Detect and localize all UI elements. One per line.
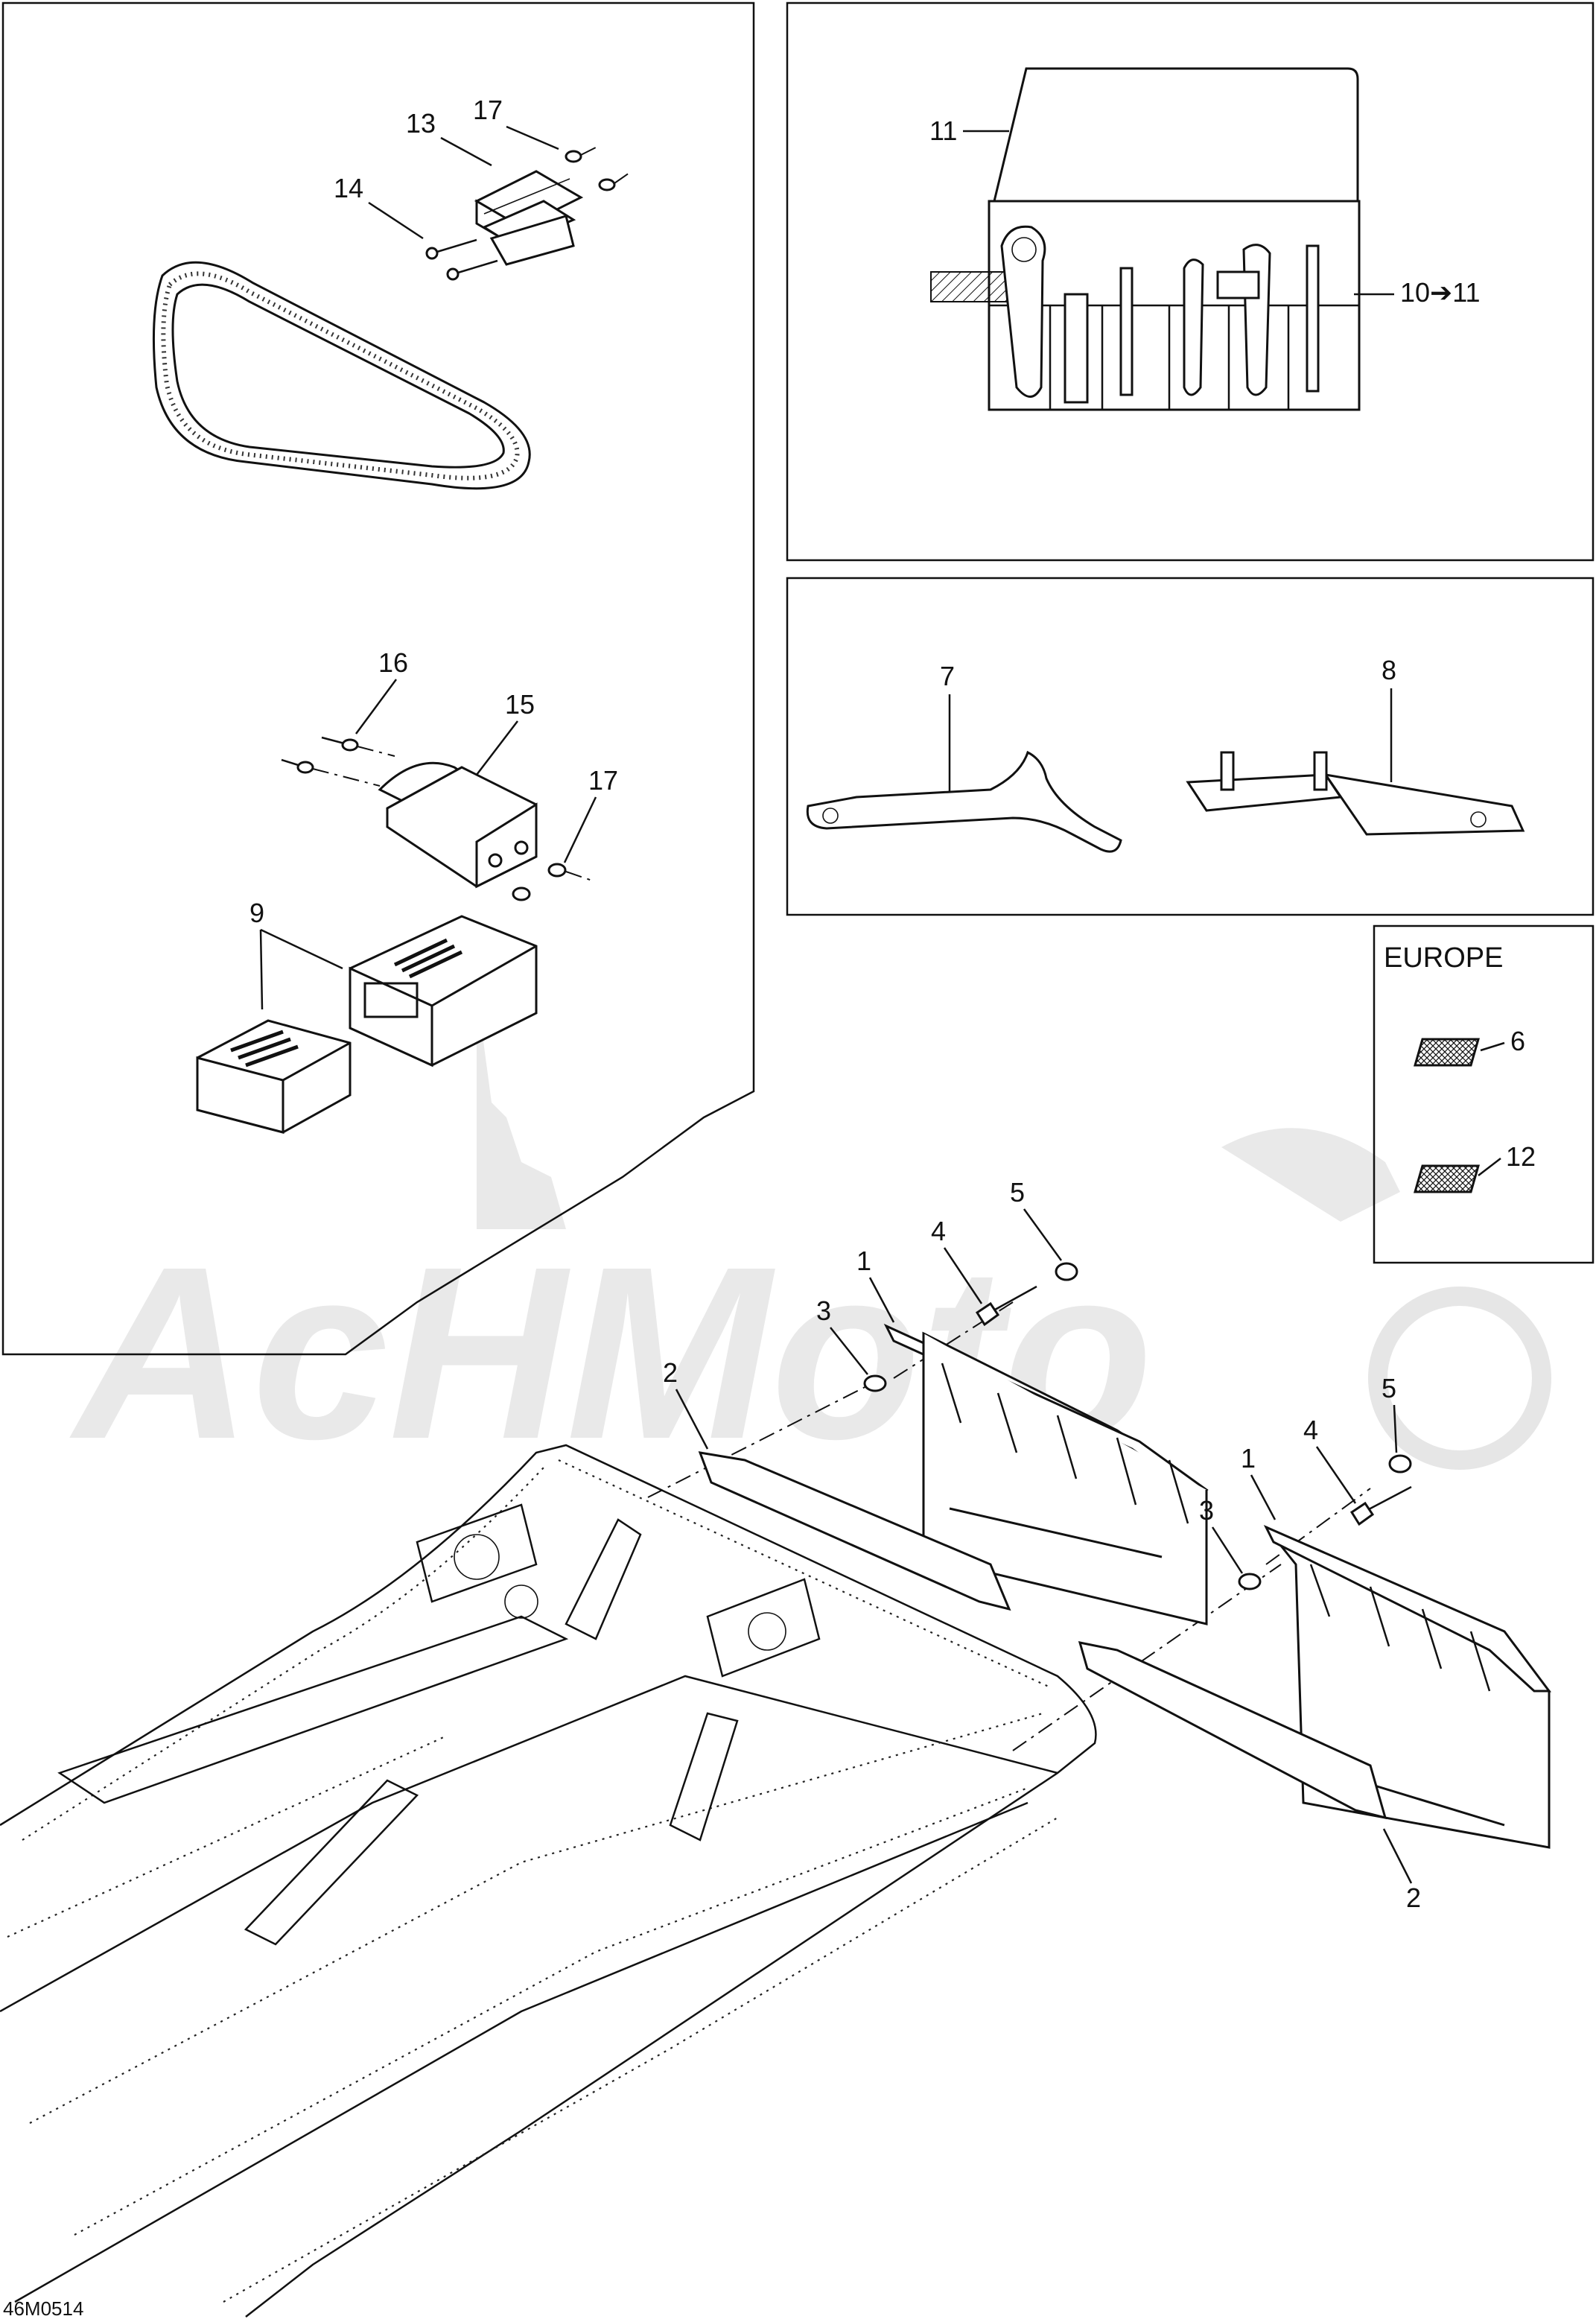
callout-2-left: 2 xyxy=(663,1357,678,1388)
belt-accessories-panel: 13 17 14 16 15 17 9 xyxy=(1,1,755,1356)
callout-3-left: 3 xyxy=(816,1295,831,1326)
callouts-panel-a: 13 17 14 16 15 17 9 xyxy=(249,95,618,1010)
washer-17-bottom xyxy=(512,863,593,901)
callout-5-left: 5 xyxy=(1010,1177,1025,1208)
callout-4-right: 4 xyxy=(1303,1415,1318,1445)
spare-bracket xyxy=(378,761,538,889)
nut-5-right xyxy=(1388,1454,1412,1474)
europe-title: EUROPE xyxy=(1384,942,1503,974)
callout-16: 16 xyxy=(378,647,408,678)
spring-tools-panel: 7 8 xyxy=(786,577,1595,916)
callout-7: 7 xyxy=(940,661,955,691)
callout-3-right: 3 xyxy=(1199,1495,1214,1526)
callout-15: 15 xyxy=(505,689,535,720)
snowflap-left xyxy=(883,1323,1209,1625)
nut-5-left xyxy=(1055,1262,1078,1281)
callout-12: 12 xyxy=(1506,1141,1536,1172)
decal-6 xyxy=(1414,1038,1480,1067)
callout-10-to-11: 10➔11 xyxy=(1400,277,1481,308)
callout-17-top: 17 xyxy=(473,95,503,125)
drive-belt xyxy=(152,261,531,490)
callout-17-bottom: 17 xyxy=(588,765,618,796)
callouts-main: 1 1 2 2 3 3 4 4 5 5 xyxy=(663,1177,1421,1913)
callout-4-left: 4 xyxy=(931,1216,946,1246)
watermark: AcHMoto xyxy=(67,991,1551,1490)
panel-border-europe xyxy=(1373,924,1595,1264)
callouts-panel-b: 11 10➔11 xyxy=(929,115,1481,308)
belt-holder-clip xyxy=(474,170,584,266)
tool-bag xyxy=(930,67,1361,411)
washer-3-right xyxy=(1238,1573,1262,1590)
screw-14-pair xyxy=(425,238,498,281)
stiffener-left xyxy=(698,1451,1011,1611)
callout-1-left: 1 xyxy=(856,1246,871,1276)
toolkit-panel: 11 10➔11 xyxy=(786,1,1595,562)
chassis-assembly: 1 1 2 2 3 3 4 4 5 5 xyxy=(0,1177,1551,2318)
rivet-4-right xyxy=(1349,1485,1412,1526)
callout-1-right: 1 xyxy=(1241,1443,1256,1474)
panel-border-toolkit xyxy=(786,1,1595,562)
panel-border-spring-tools xyxy=(786,577,1595,916)
callout-6: 6 xyxy=(1510,1026,1525,1056)
washer-17-top xyxy=(565,147,630,191)
europe-panel: EUROPE 6 12 xyxy=(1373,924,1595,1264)
washer-3-left xyxy=(863,1374,887,1392)
spanner-wrench-7 xyxy=(806,750,1122,853)
callout-13: 13 xyxy=(406,108,436,139)
adjustment-key-8 xyxy=(1186,751,1525,836)
rivet-16-pair xyxy=(281,736,395,787)
snowflap-right xyxy=(1263,1524,1551,1849)
panel-border-belt xyxy=(1,1,755,1356)
callout-9: 9 xyxy=(249,898,264,928)
filter-cover-pair xyxy=(196,915,538,1134)
rivet-4-left xyxy=(975,1285,1037,1327)
callout-8: 8 xyxy=(1382,655,1396,685)
figure-code: 46M0514 xyxy=(3,2297,83,2320)
callout-11: 11 xyxy=(929,115,957,146)
stiffener-right xyxy=(1078,1641,1387,1820)
callout-2-right: 2 xyxy=(1406,1882,1421,1913)
callouts-panel-c: 7 8 xyxy=(940,655,1396,791)
callout-5-right: 5 xyxy=(1382,1373,1396,1403)
decal-12 xyxy=(1414,1164,1480,1193)
callout-14: 14 xyxy=(334,173,363,203)
